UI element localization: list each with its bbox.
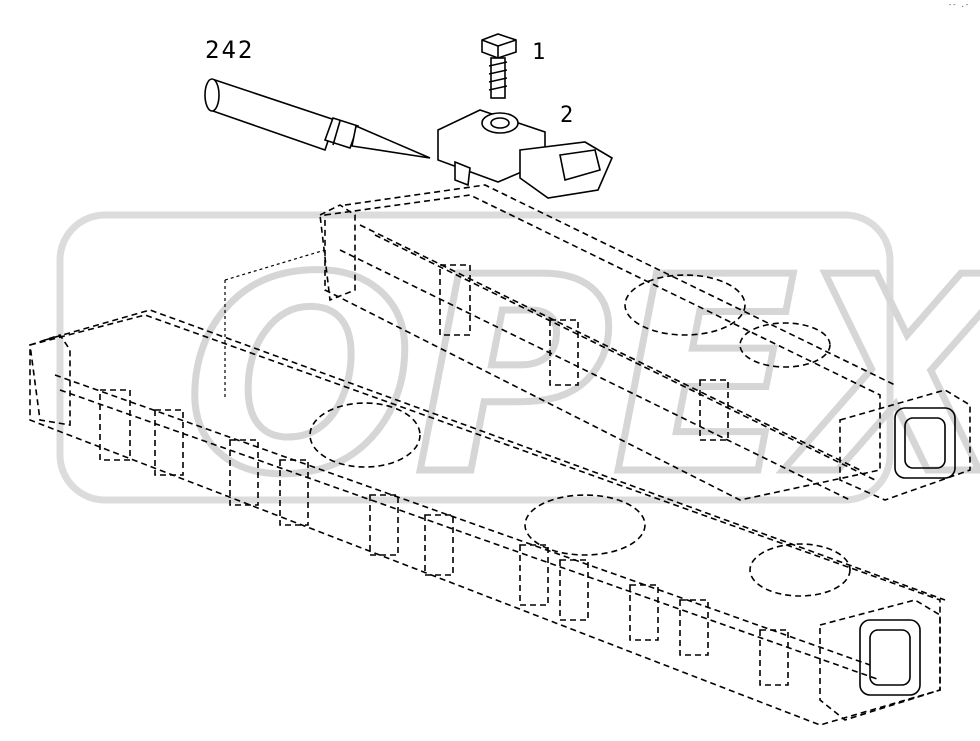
callout-1: 1 [532,40,546,65]
installer-tool-icon [204,78,431,159]
lower-manifold [29,309,946,726]
callout-2: 2 [560,103,574,128]
pressure-sensor-icon [437,109,614,199]
upper-manifold [224,184,971,501]
watermark: OPEX [56,211,980,538]
callout-242: 242 [205,36,255,64]
hex-bolt-icon [481,33,517,99]
corner-mark: -- .- [948,1,970,9]
watermark-text: OPEX [185,219,980,534]
